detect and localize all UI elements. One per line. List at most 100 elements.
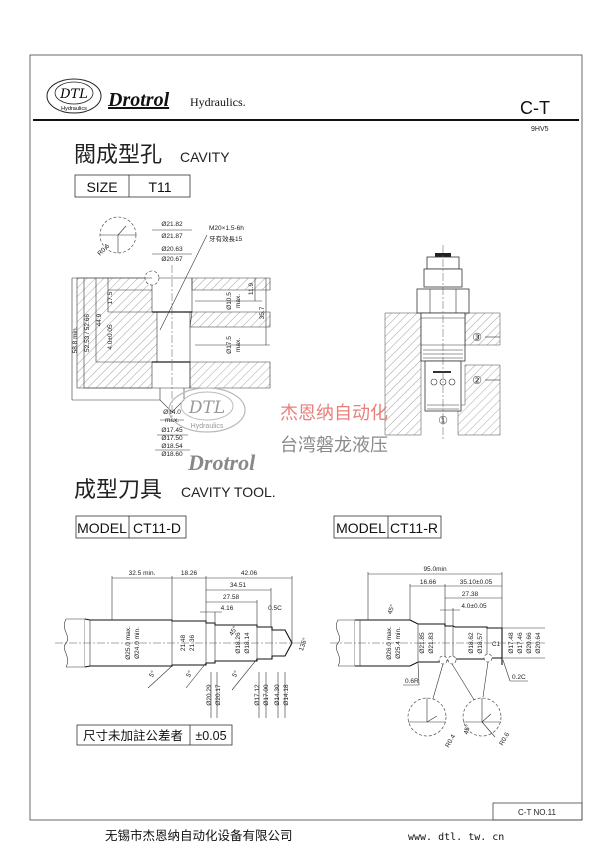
sub-code: 9HV5 [531, 126, 549, 133]
dimension-label: ③ [472, 332, 482, 344]
dimension-label: 27.58 [223, 594, 240, 601]
dimension-label: Ø26.0 max. [386, 626, 393, 660]
dimension-label: 18.26 [181, 570, 198, 577]
footer-url[interactable]: www. dtl. tw. cn [408, 832, 504, 843]
dimension-label: MODEL [77, 520, 127, 536]
model-box-d: MODEL CT11-D [75, 515, 187, 539]
dimension-label: Ø14.0 [163, 409, 181, 416]
dimension-label: DTL [59, 87, 88, 102]
dimension-label: 58.8 min. [72, 326, 79, 353]
dimension-label: 4.16 [221, 605, 234, 612]
dimension-label: max. [165, 417, 179, 424]
dimension-label: 35.10±0.05 [460, 579, 493, 586]
dimension-label: R0.6 [498, 731, 511, 747]
brand-suffix: Hydraulics. [190, 95, 246, 109]
dimension-label: Ø20.64 [535, 632, 542, 654]
dimension-label: 45° [462, 723, 472, 735]
dimension-label: ② [472, 375, 482, 387]
valve-cartridge-drawing: ③ ② ① [384, 245, 501, 440]
dimension-label: 44.9 [96, 313, 103, 326]
dimension-label: Ø20.17 [215, 684, 222, 706]
dimension-label: 5° [230, 669, 240, 679]
dimension-label: 0.5C [268, 605, 282, 612]
dimension-label: Ø20.63 [161, 246, 183, 253]
dimension-label: T11 [148, 179, 171, 195]
dimension-label: Ø24.0 min. [134, 627, 141, 659]
dimension-label: Ø18.14 [244, 632, 251, 654]
brand-name: Drotrol [107, 89, 170, 111]
dimension-label: 17.5 [107, 291, 114, 304]
dimension-label: M20×1.5-6h [209, 225, 244, 232]
dimension-label: Ø25.0 max. [125, 626, 132, 660]
dimension-label: 16.66 [420, 579, 437, 586]
dimension-label: max. [235, 338, 242, 352]
watermark: DTL Hydraulics Drotrol [168, 387, 256, 475]
dimension-label: Ø17.12 [254, 684, 261, 706]
dimension-label: 5° [147, 669, 157, 679]
dimension-label: MODEL [336, 520, 386, 536]
dimension-label: Ø21.83 [428, 632, 435, 654]
page-number-box: C-T NO.11 [492, 802, 583, 821]
tool-d-drawing: 32.5 min. 18.26 42.06 34.51 27.58 4.16 0… [55, 570, 309, 718]
dimension-label: Ø21.87 [161, 233, 183, 240]
dimension-label: C-T NO.11 [518, 808, 556, 817]
dimension-label: 尺寸未加註公差者 [83, 729, 183, 743]
dimension-label: CT11-R [390, 520, 438, 536]
size-box: SIZE T11 [74, 174, 191, 198]
dimension-label: Ø20.66 [526, 632, 533, 654]
dimension-label: 4.0±0.05 [461, 603, 487, 610]
dimension-label: Hydraulics [191, 423, 224, 430]
model-box-r: MODEL CT11-R [333, 515, 442, 539]
dimension-label: Ø10.5 [226, 292, 233, 310]
dimension-label: Ø17.48 [508, 632, 515, 654]
dimension-label: Ø18.54 [161, 443, 183, 450]
dimension-label: Ø18.62 [468, 632, 475, 654]
dimension-label: ① [438, 415, 448, 427]
dimension-label: Ø18.60 [161, 451, 183, 458]
dimension-label: Hydraulics [61, 106, 87, 112]
cavity-drawing: Ø21.82 Ø21.87 Ø20.63 Ø20.67 M20×1.5-6h 牙… [71, 216, 271, 458]
dimension-label: Ø25.4 min. [395, 627, 402, 659]
dimension-label: 35.7 [259, 306, 266, 319]
dimension-label: C1 [492, 641, 501, 648]
dimension-label: 21.36 [189, 634, 196, 651]
cavity-title-en: CAVITY [180, 149, 230, 165]
dimension-label: 21.48 [180, 634, 187, 651]
dimension-label: Ø17.00 [263, 684, 270, 706]
dimension-label: 45° [386, 603, 397, 615]
dimension-label: max. [235, 294, 242, 308]
cavity-title-cn: 閥成型孔 [74, 143, 162, 168]
dimension-label: 4.0±0.05 [107, 324, 114, 350]
dimension-label: Ø17.45 [161, 427, 183, 434]
dimension-label: 42.06 [241, 570, 258, 577]
dimension-label: Ø20.29 [206, 684, 213, 706]
dimension-label: Ø14.30 [274, 684, 281, 706]
dimension-label: R0.4 [444, 733, 457, 749]
watermark-red-text: 杰恩纳自动化 [280, 403, 388, 423]
dimension-label: Ø14.18 [283, 684, 290, 706]
dimension-label: ±0.05 [195, 729, 226, 743]
dimension-label: Ø21.85 [419, 632, 426, 654]
tool-title-en: CAVITY TOOL. [181, 484, 276, 500]
dimension-label: 52.53 / 52.66 [84, 314, 91, 352]
tool-r-drawing: 95.0min 16.66 35.10±0.05 27.38 4.0±0.05 … [330, 566, 545, 749]
dimension-label: 135° [297, 636, 309, 652]
dimension-label: 5° [184, 669, 194, 679]
dimension-label: 32.5 min. [129, 570, 156, 577]
dimension-label: SIZE [86, 179, 117, 195]
dimension-label: 牙有效長15 [209, 234, 243, 243]
doc-code: C-T [520, 98, 550, 118]
dimension-label: Ø17.50 [161, 435, 183, 442]
tolerance-note: 尺寸未加註公差者 ±0.05 [76, 724, 233, 746]
dimension-label: DTL [188, 398, 225, 418]
dimension-label: Ø17.5 [226, 336, 233, 354]
dimension-label: 34.51 [230, 582, 247, 589]
dimension-label: Ø18.26 [235, 632, 242, 654]
dimension-label: Ø17.46 [517, 632, 524, 654]
dimension-label: Ø21.82 [161, 221, 183, 228]
dimension-label: 27.38 [462, 591, 479, 598]
header-logo: DTL Hydraulics [46, 78, 102, 114]
footer-company: 无锡市杰恩纳自动化设备有限公司 [105, 828, 293, 843]
watermark-gray-text: 台湾磐龙液压 [280, 435, 388, 455]
